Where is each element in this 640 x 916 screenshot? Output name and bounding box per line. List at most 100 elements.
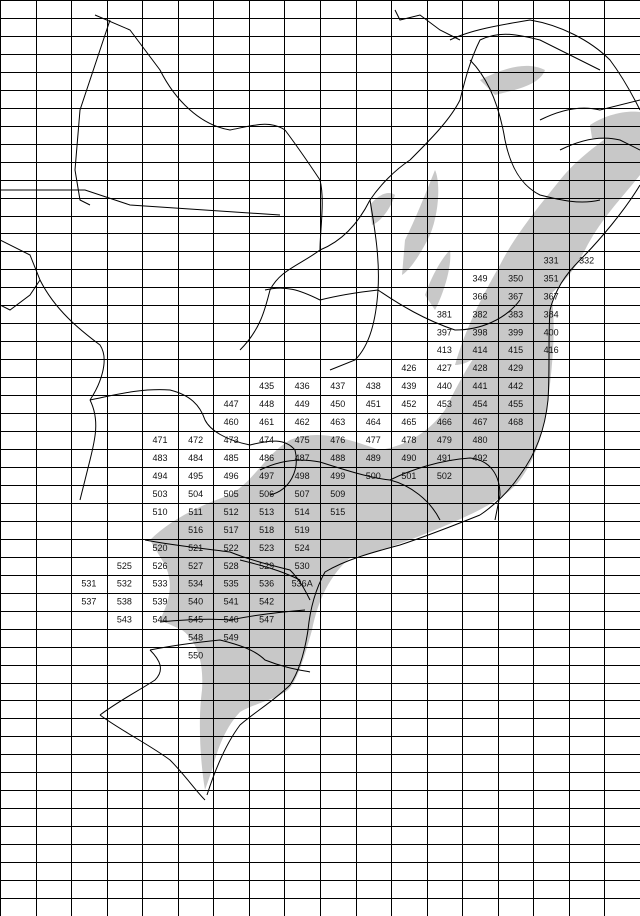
grid-cell-label: 536 bbox=[259, 579, 274, 589]
border-rs-uruguay bbox=[99, 649, 161, 716]
grid-cell-label: 415 bbox=[508, 345, 523, 355]
grid-cell-label: 529 bbox=[259, 561, 274, 571]
grid-cell-label: 497 bbox=[259, 471, 274, 481]
grid-cell-label: 473 bbox=[224, 435, 239, 445]
forest-patch-b bbox=[425, 250, 451, 310]
grid-cell-label: 506 bbox=[259, 489, 274, 499]
forest-south-main bbox=[150, 280, 554, 790]
border-rondonia bbox=[0, 239, 41, 311]
grid-cell-label: 495 bbox=[188, 471, 203, 481]
grid-cell-label: 466 bbox=[437, 417, 452, 427]
border-coast-southeast bbox=[206, 514, 481, 796]
grid-cell-label: 503 bbox=[152, 489, 167, 499]
border-mt-north bbox=[0, 189, 281, 216]
grid-cell-label: 454 bbox=[472, 399, 487, 409]
grid-cell-label: 468 bbox=[508, 417, 523, 427]
grid-cell-label: 484 bbox=[188, 453, 203, 463]
grid-cell-label: 471 bbox=[152, 435, 167, 445]
grid-cell-label: 547 bbox=[259, 615, 274, 625]
grid-cell-label: 429 bbox=[508, 363, 523, 373]
border-ms bbox=[79, 399, 97, 501]
grid-cell-label: 501 bbox=[401, 471, 416, 481]
grid-cell-label: 518 bbox=[259, 525, 274, 535]
border-goias-north bbox=[239, 129, 323, 351]
grid-cell-label: 460 bbox=[224, 417, 239, 427]
grid-cell-label: 528 bbox=[224, 561, 239, 571]
grid-cell-label: 533 bbox=[152, 579, 167, 589]
grid-cell-label: 488 bbox=[330, 453, 345, 463]
grid-cell-label: 440 bbox=[437, 381, 452, 391]
grid-cell-label: 367 bbox=[544, 291, 559, 301]
grid-cell-label: 543 bbox=[117, 615, 132, 625]
grid-cell-label: 478 bbox=[401, 435, 416, 445]
grid-cell-label: 483 bbox=[152, 453, 167, 463]
border-goias-mg bbox=[264, 287, 379, 301]
grid-cell-label: 399 bbox=[508, 327, 523, 337]
grid-cell-label: 442 bbox=[508, 381, 523, 391]
grid-cell-label: 520 bbox=[152, 543, 167, 553]
grid-cell-label: 542 bbox=[259, 597, 274, 607]
grid-cell-label: 382 bbox=[472, 309, 487, 319]
grid-cell-label: 462 bbox=[295, 417, 310, 427]
grid-cell-label: 480 bbox=[472, 435, 487, 445]
grid-cell-label: 548 bbox=[188, 633, 203, 643]
grid-cell-label: 514 bbox=[295, 507, 310, 517]
grid-cell-label: 435 bbox=[259, 381, 274, 391]
grid-cell-label: 515 bbox=[330, 507, 345, 517]
grid-cell-label: 474 bbox=[259, 435, 274, 445]
grid-cell-label: 397 bbox=[437, 327, 452, 337]
grid-cell-label: 486 bbox=[259, 453, 274, 463]
grid-cell-label: 538 bbox=[117, 597, 132, 607]
grid-cell-label: 398 bbox=[472, 327, 487, 337]
grid-cell-label: 416 bbox=[544, 345, 559, 355]
grid-cell-label: 507 bbox=[295, 489, 310, 499]
grid-cell-label: 331 bbox=[544, 255, 559, 265]
grid-cell-label: 510 bbox=[152, 507, 167, 517]
grid-cell-label: 536A bbox=[292, 579, 313, 589]
grid-cell-label: 400 bbox=[544, 327, 559, 337]
border-west-diagonal bbox=[74, 19, 111, 206]
grid-cell-label: 383 bbox=[508, 309, 523, 319]
grid-cell-label: 438 bbox=[366, 381, 381, 391]
grid-cell-label: 427 bbox=[437, 363, 452, 373]
grid-cell-label: 476 bbox=[330, 435, 345, 445]
grid-cell-label: 477 bbox=[366, 435, 381, 445]
border-mg-bahia bbox=[377, 289, 521, 331]
border-amazon-north bbox=[94, 14, 286, 131]
grid-cell-label: 485 bbox=[224, 453, 239, 463]
border-rs-south bbox=[99, 714, 206, 801]
grid-cell-label: 414 bbox=[472, 345, 487, 355]
grid-cell-label: 366 bbox=[472, 291, 487, 301]
grid-cell-label: 349 bbox=[472, 273, 487, 283]
grid-cell-label: 537 bbox=[81, 597, 96, 607]
border-mt-west bbox=[39, 279, 105, 401]
grid-cell-label: 550 bbox=[188, 651, 203, 661]
grid-cell-label: 527 bbox=[188, 561, 203, 571]
grid-cell-label: 496 bbox=[224, 471, 239, 481]
grid-cell-label: 441 bbox=[472, 381, 487, 391]
grid-cell-label: 448 bbox=[259, 399, 274, 409]
grid-cell-label: 461 bbox=[259, 417, 274, 427]
grid-cell-label: 437 bbox=[330, 381, 345, 391]
grid-cell-label: 467 bbox=[472, 417, 487, 427]
grid-cell-label: 544 bbox=[152, 615, 167, 625]
grid-cell-label: 521 bbox=[188, 543, 203, 553]
grid-cell-label: 428 bbox=[472, 363, 487, 373]
border-mg-rj bbox=[389, 457, 501, 521]
grid-cell-label: 475 bbox=[295, 435, 310, 445]
grid-cell-label: 455 bbox=[508, 399, 523, 409]
grid-cell-label: 452 bbox=[401, 399, 416, 409]
border-sp-pr bbox=[239, 559, 301, 581]
border-pe-pb bbox=[559, 137, 640, 151]
grid-cell-label: 494 bbox=[152, 471, 167, 481]
grid-cell-label: 522 bbox=[224, 543, 239, 553]
borders bbox=[0, 9, 640, 801]
border-coast-east bbox=[479, 184, 640, 516]
grid-cell-label: 464 bbox=[366, 417, 381, 427]
grid-cell-label: 465 bbox=[401, 417, 416, 427]
forest-patch-a bbox=[402, 170, 439, 275]
grid-cell-label: 453 bbox=[437, 399, 452, 409]
grid-cell-label: 534 bbox=[188, 579, 203, 589]
